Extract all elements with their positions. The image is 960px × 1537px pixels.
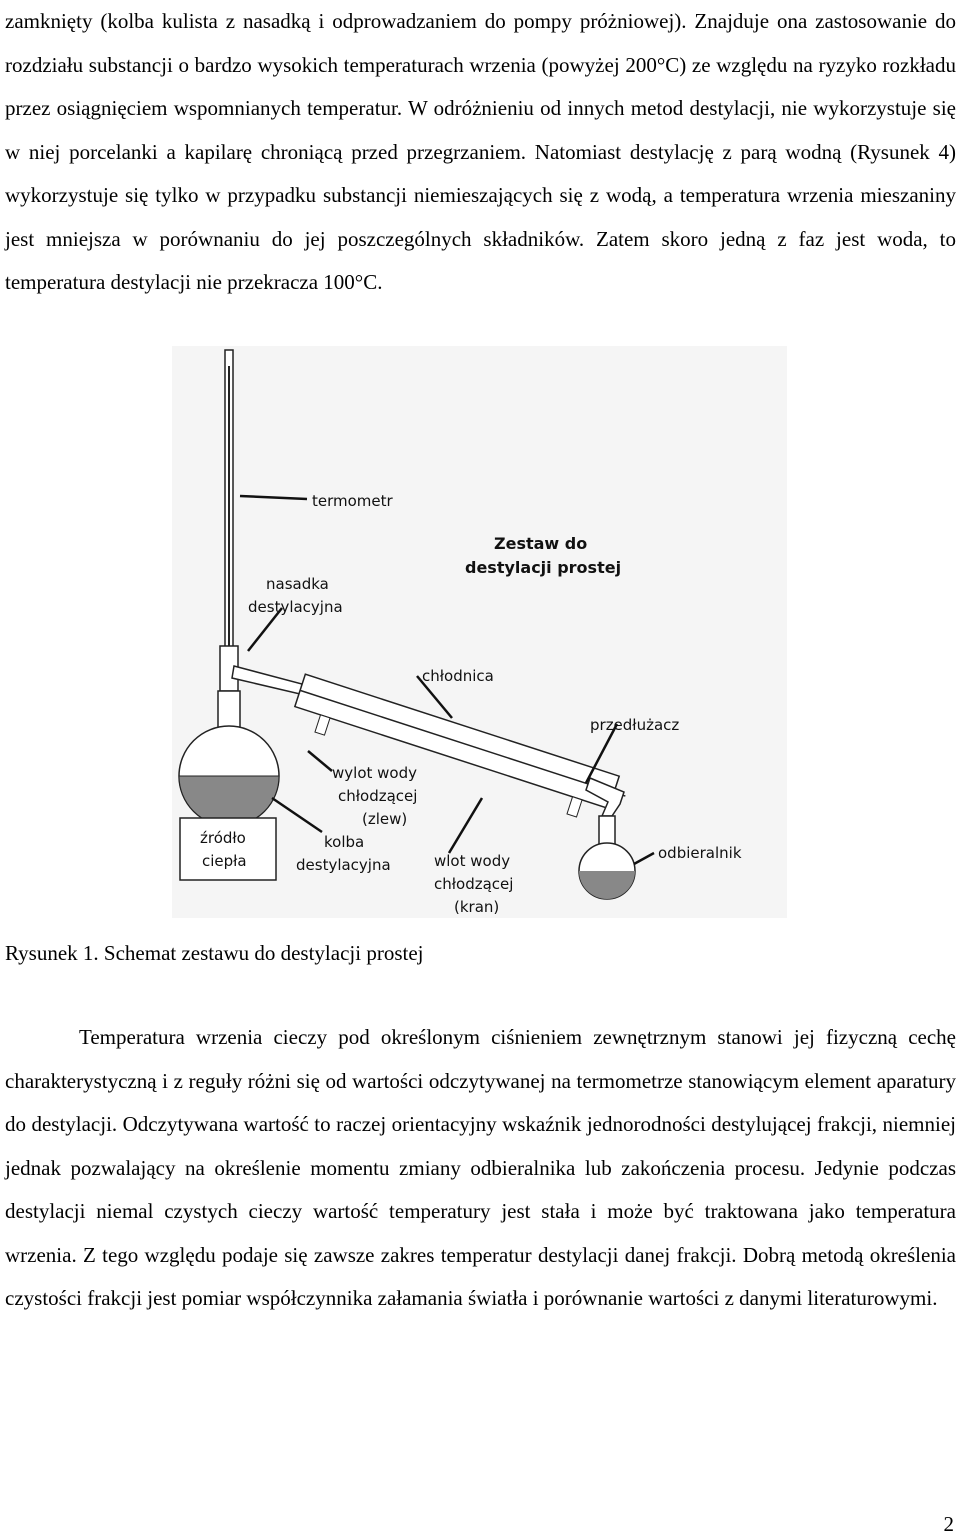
- label-kolba-1: kolba: [324, 833, 364, 851]
- label-kolba-2: destylacyjna: [296, 856, 391, 874]
- label-zrodlo-1: źródło: [200, 829, 246, 847]
- label-chlodnica: chłodnica: [422, 667, 494, 685]
- label-wlot-2: chłodzącej: [434, 875, 513, 893]
- label-przedluzacz: przedłużacz: [590, 716, 679, 734]
- figure-caption: Rysunek 1. Schemat zestawu do destylacji…: [5, 941, 424, 965]
- label-nasadka-2: destylacyjna: [248, 598, 343, 616]
- label-wylot-2: chłodzącej: [338, 787, 417, 805]
- paragraph-intro: zamknięty (kolba kulista z nasadką i odp…: [5, 9, 956, 294]
- distillation-diagram: termometr Zestaw do destylacji prostej n…: [178, 349, 742, 916]
- figure-title-line1: Zestaw do: [494, 534, 587, 553]
- label-wlot-3: (kran): [454, 898, 499, 916]
- figure-title-line2: destylacji prostej: [465, 558, 621, 577]
- condenser-shape: [293, 673, 626, 818]
- page-number: 2: [943, 1512, 955, 1536]
- label-zrodlo-2: ciepła: [202, 852, 247, 870]
- label-odbieralnik: odbieralnik: [658, 844, 742, 862]
- label-wlot-1: wlot wody: [434, 852, 510, 870]
- label-nasadka-1: nasadka: [266, 575, 329, 593]
- label-termometr: termometr: [312, 492, 394, 510]
- heat-source-box: [179, 817, 277, 881]
- label-wylot-3: (zlew): [362, 810, 407, 828]
- distillation-figure: termometr Zestaw do destylacji prostej n…: [172, 346, 787, 918]
- paragraph-boiling-temperature: Temperatura wrzenia cieczy pod określony…: [5, 1025, 956, 1310]
- label-wylot-1: wylot wody: [332, 764, 417, 782]
